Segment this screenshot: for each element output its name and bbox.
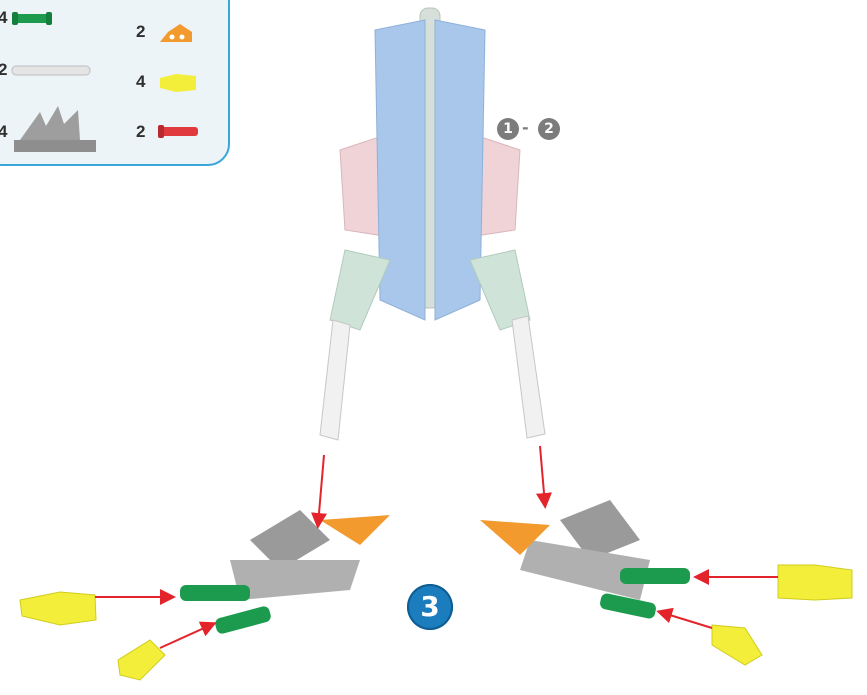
yellow-clip-left-top (20, 592, 96, 625)
orange-wedge-icon (160, 24, 192, 42)
step-number-badge: 3 (407, 584, 453, 630)
central-assembly (320, 8, 545, 440)
sub-step-first: 1 (497, 118, 519, 140)
gray-gear-plate-icon (14, 106, 96, 152)
yellow-clip-icon (160, 74, 196, 92)
yellow-clip-right-top (778, 565, 852, 600)
yellow-clip-right-bottom (712, 625, 762, 665)
left-sub-assembly (180, 510, 390, 635)
right-sub-assembly (480, 500, 690, 620)
sub-step-separator: - (522, 118, 529, 137)
sub-step-second: 2 (538, 118, 560, 140)
yellow-clip-left-bottom (118, 640, 165, 680)
white-rod-icon (12, 66, 90, 75)
green-connector-icon (12, 12, 52, 25)
red-connector-icon (158, 125, 198, 138)
